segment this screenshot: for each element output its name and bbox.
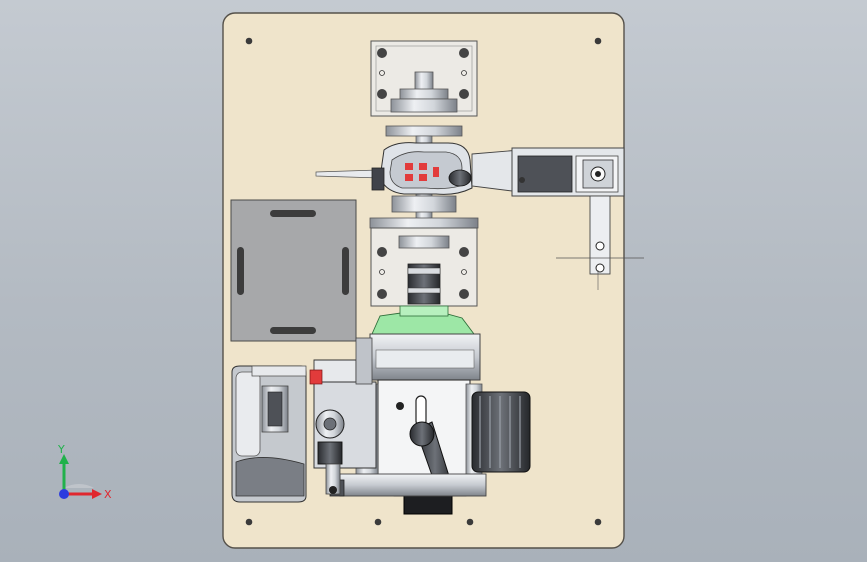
x-axis-label: X — [104, 488, 112, 501]
plate-mounting-holes — [245, 37, 602, 526]
top-bearing-bracket[interactable] — [370, 40, 478, 117]
y-axis-arrow-icon — [59, 454, 69, 464]
engine-mount-shelf[interactable] — [329, 473, 487, 497]
triad-shade — [64, 483, 94, 488]
lower-bearing-bracket[interactable] — [370, 227, 478, 307]
carburetor[interactable] — [309, 337, 377, 495]
grey-mounting-plate[interactable] — [230, 199, 357, 342]
axis-triad: Y X — [40, 436, 120, 516]
y-axis-label: Y — [57, 443, 65, 456]
cylinder-fins[interactable] — [471, 391, 531, 473]
lever-arm[interactable] — [471, 147, 644, 290]
z-axis-origin-icon — [59, 489, 69, 499]
clamp-coupling[interactable] — [315, 142, 473, 195]
fuel-tank[interactable] — [231, 365, 307, 503]
x-axis-arrow-icon — [92, 489, 102, 499]
